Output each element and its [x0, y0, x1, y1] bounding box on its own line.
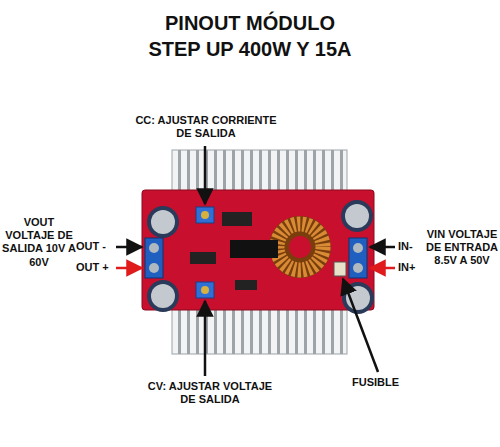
trimpot-screw: [201, 211, 209, 219]
terminal-screw: [353, 243, 363, 253]
ic-chip: [230, 240, 278, 258]
callout-label: VIN VOLTAJE DE ENTRADA 8.5V A 50V: [424, 228, 500, 268]
leader-arrow: [370, 267, 395, 270]
smd-part: [235, 280, 257, 290]
smd-part: [190, 252, 216, 264]
leader-arrow: [370, 246, 395, 249]
leader-arrow: [204, 146, 207, 204]
callout-label: VOUT VOLTAJE DE SALIDA 10V A 60V: [2, 216, 76, 269]
pin-name: IN-: [398, 240, 428, 253]
trimpot-cv: [196, 282, 214, 298]
title: PINOUT MÓDULO STEP UP 400W Y 15A: [142, 10, 358, 62]
terminal-screw: [149, 263, 159, 273]
output-terminal: [145, 238, 163, 278]
fuse: [334, 262, 346, 276]
capacitor-top: [151, 284, 175, 308]
capacitor-top: [151, 210, 175, 234]
pin-name: IN+: [398, 261, 428, 274]
capacitor: [147, 280, 179, 312]
leader-arrow: [343, 279, 378, 372]
inductor-coil: [277, 224, 323, 270]
capacitor-top: [345, 204, 369, 228]
callout-label: CV: AJUSTAR VOLTAJE DE SALIDA: [140, 380, 280, 406]
leader-arrow: [116, 267, 142, 270]
input-terminal: [349, 238, 367, 278]
trimpot-cc: [196, 207, 214, 223]
leader-arrow: [116, 246, 142, 249]
inductor-core: [269, 216, 331, 278]
capacitor: [341, 200, 373, 232]
capacitor: [147, 206, 179, 238]
smd-part: [222, 212, 252, 226]
trimpot-screw: [201, 286, 209, 294]
callout-label: FUSIBLE: [352, 376, 422, 389]
callout-label: CC: AJUSTAR CORRIENTE DE SALIDA: [128, 114, 284, 140]
inductor-hole: [289, 236, 311, 258]
pin-name: OUT +: [76, 261, 116, 274]
pin-name: OUT -: [76, 240, 116, 253]
leader-arrow: [204, 301, 207, 376]
terminal-screw: [353, 263, 363, 273]
terminal-screw: [149, 243, 159, 253]
